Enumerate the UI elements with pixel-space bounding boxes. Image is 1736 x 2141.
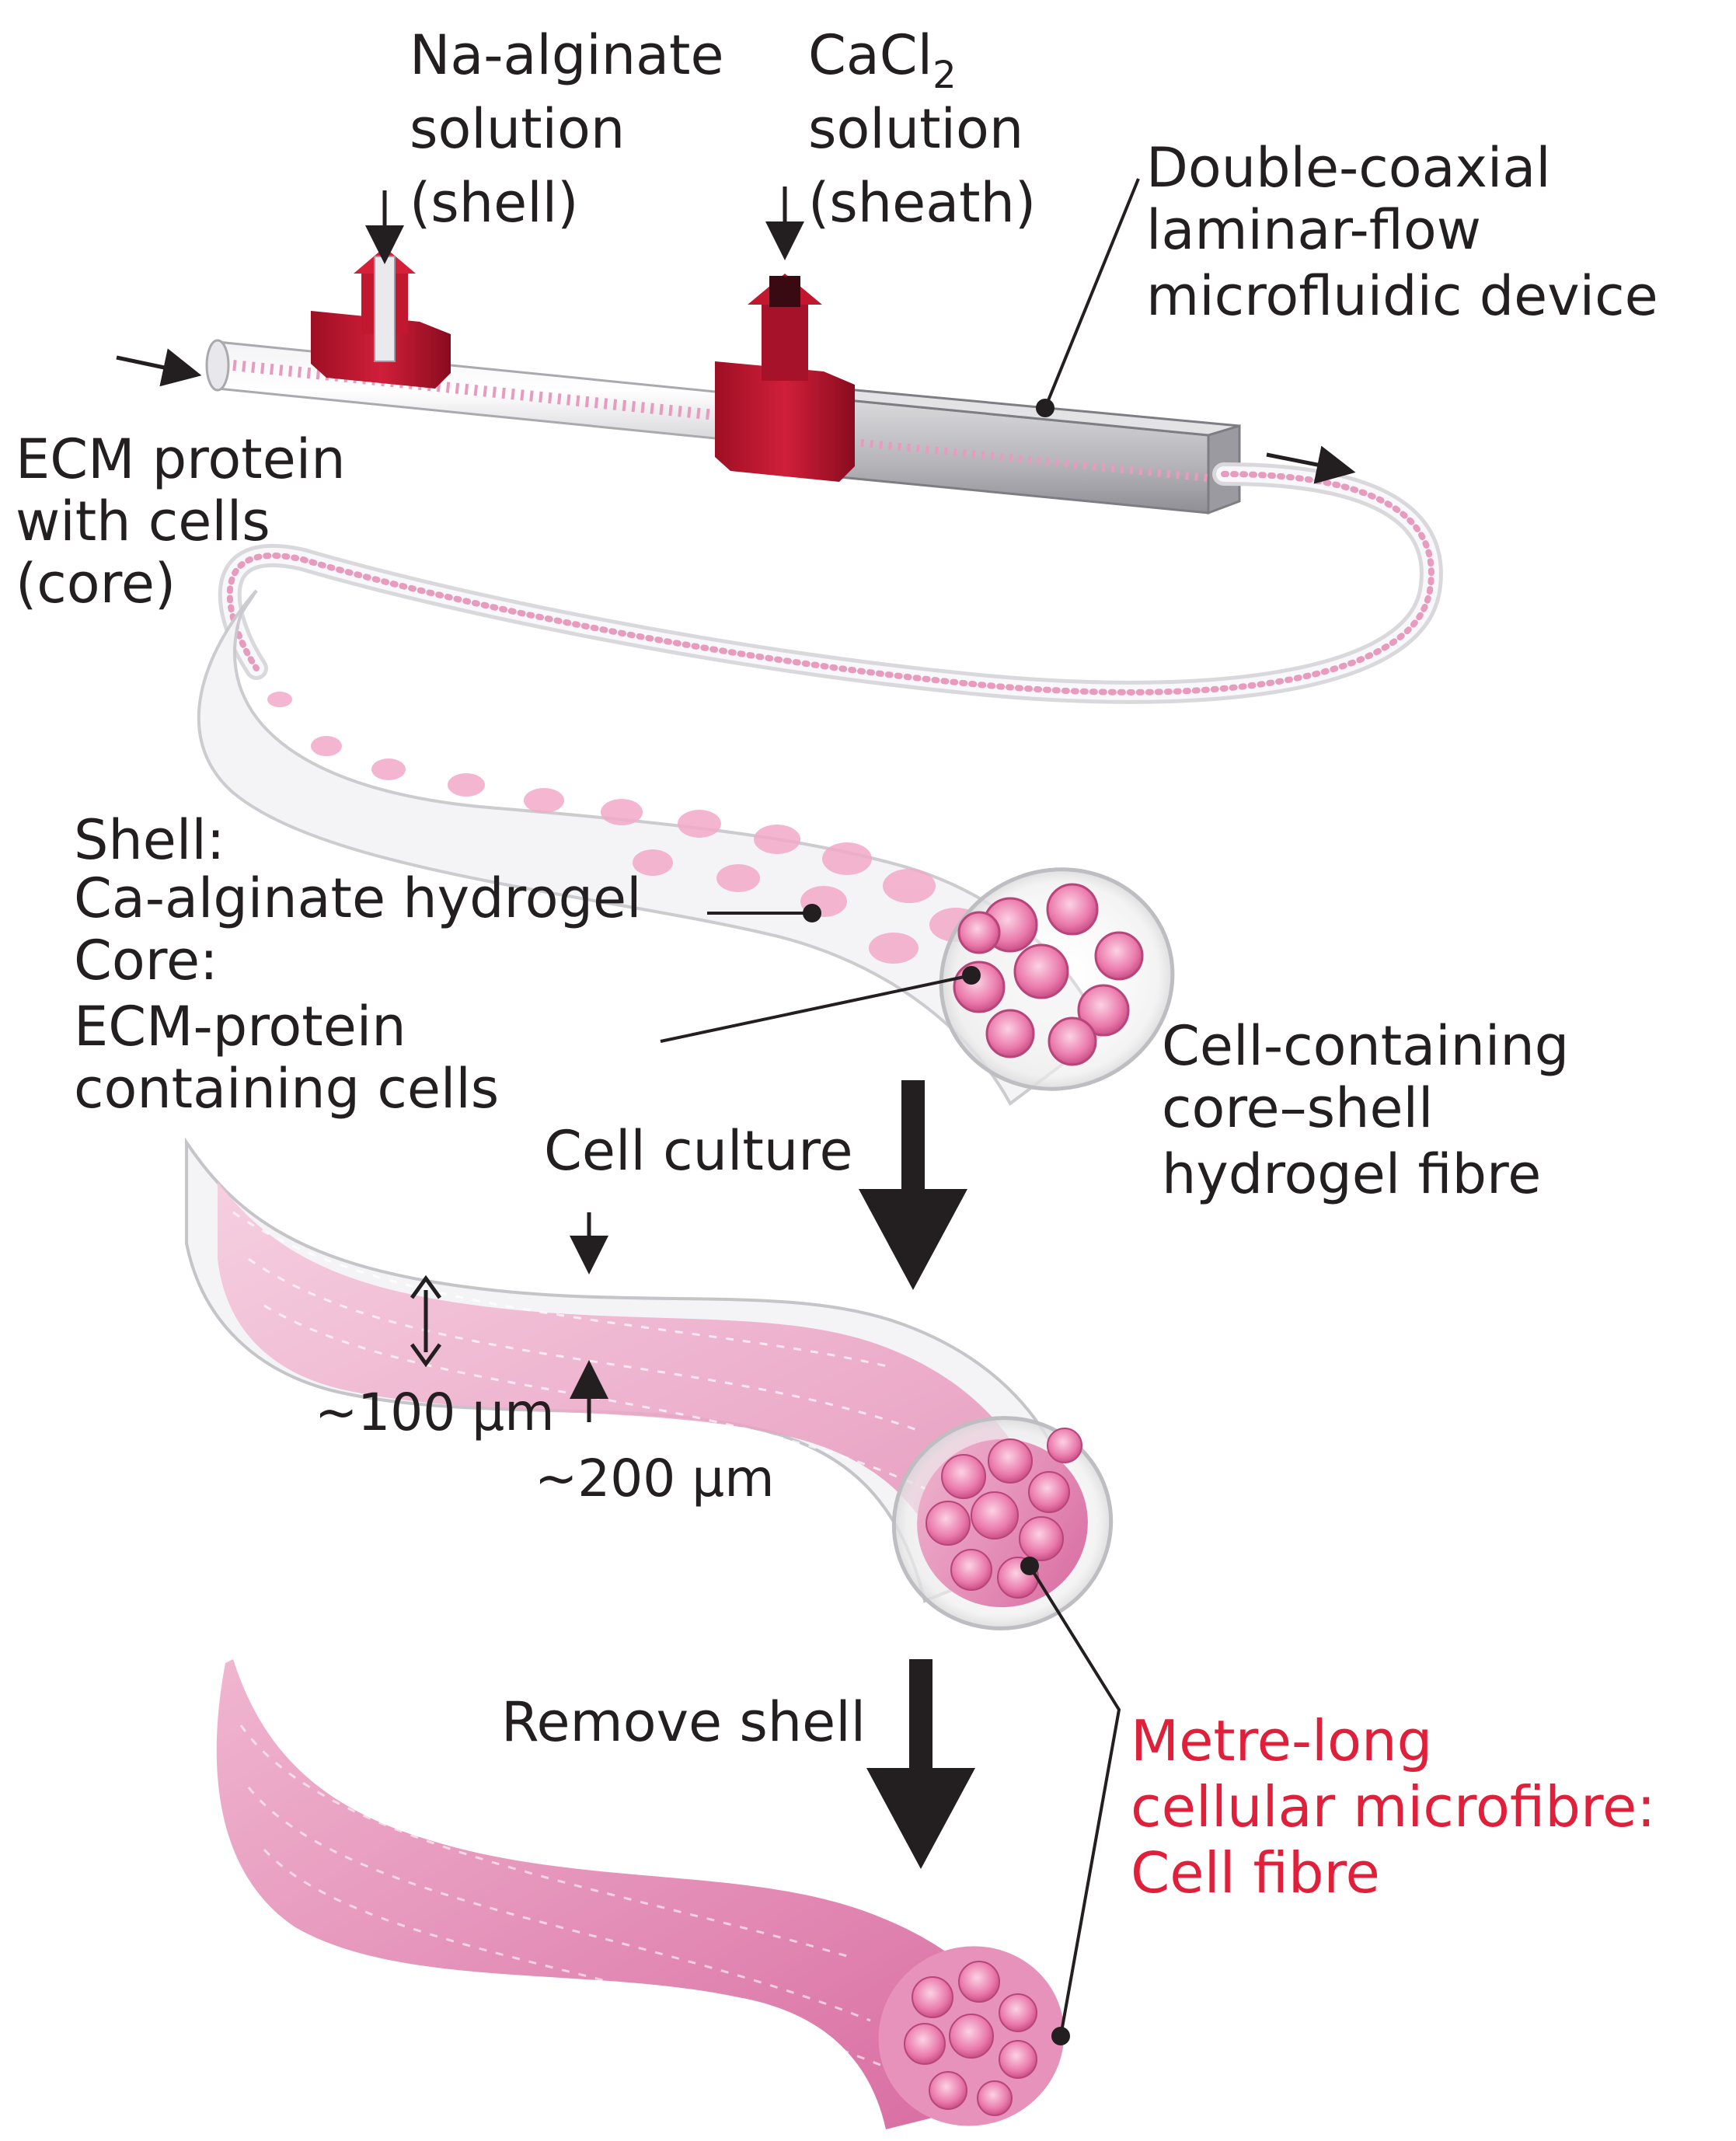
label-ecm: ECM protein with cells (core) xyxy=(16,427,346,615)
label-cell-containing: Cell-containing core–shell hydrogel fibr… xyxy=(1162,1014,1569,1206)
shell-core-line-1: Shell: xyxy=(74,808,225,872)
na-alginate-line-1: Na-alginate xyxy=(410,23,724,87)
na-alginate-line-2: solution xyxy=(410,97,625,161)
ecm-line-1: ECM protein xyxy=(16,427,346,491)
shell-core-line-4: ECM-protein xyxy=(74,995,406,1058)
cell-containing-line-2: core–shell xyxy=(1162,1076,1433,1140)
core-shell-fibre-loop xyxy=(197,462,1443,1106)
shell-core-line-5: containing cells xyxy=(74,1057,499,1121)
leader-dots xyxy=(803,399,1070,2045)
label-dim-100: ~100 μm xyxy=(315,1383,555,1442)
label-shell-core: Shell: Ca-alginate hydrogel Core: ECM-pr… xyxy=(74,808,642,1121)
label-metre-long: Metre-long cellular microfibre: Cell fib… xyxy=(1131,1708,1656,1906)
device-line-1: Double-coaxial xyxy=(1146,136,1551,200)
device-line-3: microfluidic device xyxy=(1146,264,1658,328)
encapsulated-cells xyxy=(267,692,982,964)
cacl2-subscript: 2 xyxy=(932,54,957,97)
cacl2-line-2: solution xyxy=(808,97,1023,161)
label-cell-culture: Cell culture xyxy=(544,1119,853,1183)
cultured-fibre-with-shell xyxy=(185,1137,1114,1630)
metre-long-line-1: Metre-long xyxy=(1131,1708,1432,1773)
label-cacl2: CaCl2 solution (sheath) xyxy=(808,23,1036,235)
cell-fibre xyxy=(216,1659,1065,2129)
cacl2-line-3: (sheath) xyxy=(808,171,1036,235)
ecm-line-2: with cells xyxy=(16,490,270,553)
metre-long-line-2: cellular microfibre: xyxy=(1131,1774,1656,1839)
ecm-line-3: (core) xyxy=(16,552,176,615)
shell-core-line-2: Ca-alginate hydrogel xyxy=(74,867,642,930)
shell-core-line-3: Core: xyxy=(74,929,218,992)
process-arrow-cell-culture xyxy=(859,1080,967,1290)
cell-containing-line-1: Cell-containing xyxy=(1162,1014,1569,1078)
process-arrow-remove-shell xyxy=(866,1659,975,1869)
cacl2-formula: CaCl xyxy=(808,23,932,87)
label-remove-shell: Remove shell xyxy=(501,1690,866,1754)
cell-containing-line-3: hydrogel fibre xyxy=(1162,1142,1541,1206)
microfluidic-device xyxy=(205,247,1241,515)
label-na-alginate: Na-alginate solution (shell) xyxy=(410,23,724,235)
leader-lines xyxy=(660,178,1140,2037)
dense-cells-section-3 xyxy=(904,1961,1037,2116)
na-alginate-line-3: (shell) xyxy=(410,171,578,235)
dimension-arrows xyxy=(410,1212,608,1422)
metre-long-line-3: Cell fibre xyxy=(1131,1840,1380,1906)
device-line-2: laminar-flow xyxy=(1146,198,1481,262)
label-dim-200: ~200 μm xyxy=(535,1449,775,1508)
label-device: Double-coaxial laminar-flow microfluidic… xyxy=(1146,136,1658,328)
flow-arrows xyxy=(116,187,1356,484)
cacl2-line-1: CaCl2 xyxy=(808,23,957,97)
